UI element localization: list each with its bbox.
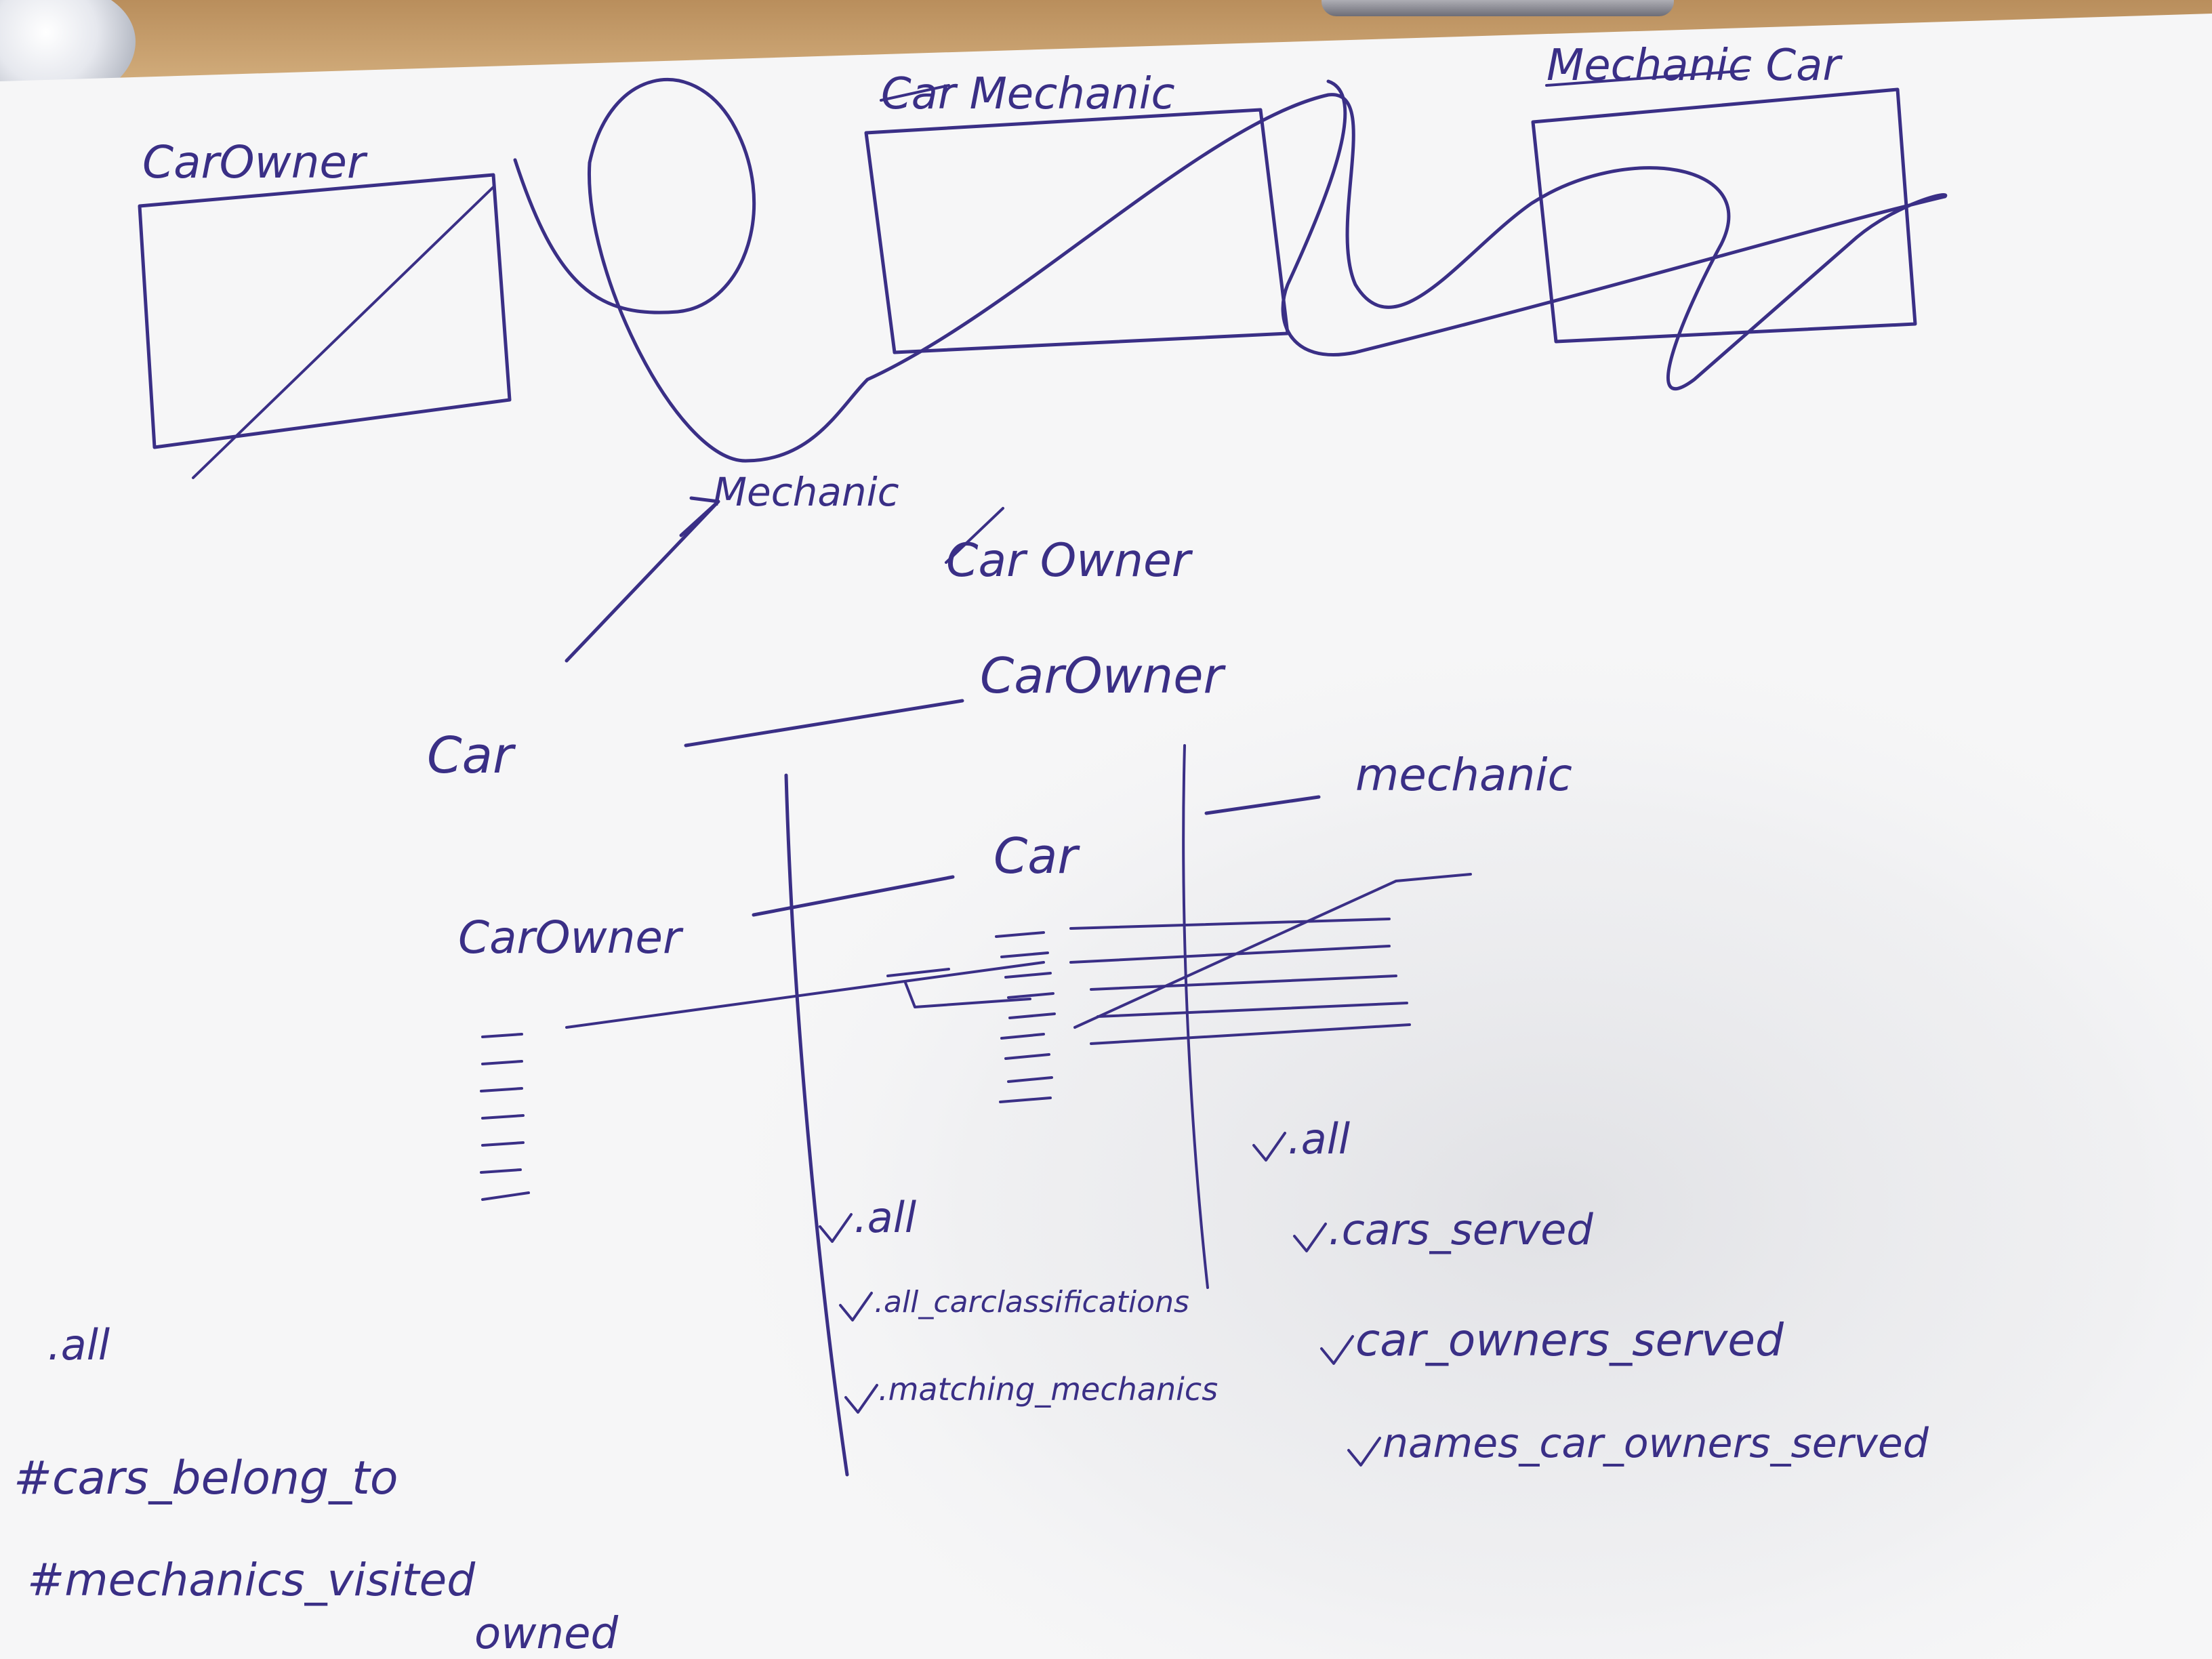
cross-line-1 — [565, 961, 1045, 1029]
divider-right — [1182, 744, 1209, 1289]
cross-line-2 — [1069, 918, 1391, 930]
label-carowner-top: CarOwner — [142, 136, 368, 188]
carowner-method-3: #mechanics_visited — [27, 1554, 476, 1606]
pen — [1322, 0, 1674, 16]
car-method-3: .matching_mechanics — [878, 1371, 1218, 1408]
label-mechanic-mid: Mechanic — [713, 469, 899, 515]
carowner-method-4: owned — [474, 1609, 618, 1659]
strike-car-mechanic — [880, 84, 950, 102]
label-car-owner-struck: Car Owner — [946, 534, 1193, 588]
divider-left — [784, 773, 849, 1477]
box-carowner — [138, 173, 512, 479]
cross-line-4 — [1090, 975, 1397, 991]
car-methods: .all .all_carclassifications .matching_m… — [819, 1193, 1218, 1414]
label-car-mid: Car — [427, 726, 516, 785]
carowner-method-1: .all — [47, 1320, 110, 1370]
mechanic-method-4: names_car_owners_served — [1382, 1420, 1929, 1467]
cross-line-bracket — [886, 968, 1031, 1008]
car-dash-list — [995, 931, 1056, 1103]
column-head-mechanic: mechanic — [1355, 749, 1572, 801]
column-head-carowner: CarOwner — [458, 912, 684, 964]
cross-line-6 — [1090, 1023, 1411, 1045]
carowner-method-2: #cars_belong_to — [14, 1452, 398, 1505]
car-method-1: .all — [854, 1193, 916, 1242]
strike-car-owner — [945, 507, 1004, 564]
carowner-dash-list — [480, 1033, 530, 1201]
cross-line-diagonal — [1073, 873, 1472, 1029]
arrow-to-mechanic — [565, 496, 720, 663]
link-car-underline — [752, 875, 955, 917]
cross-line-5 — [1097, 1002, 1408, 1018]
strike-mechanic-car — [1545, 69, 1750, 87]
column-head-car: Car — [994, 827, 1080, 884]
carowner-methods: .all #cars_belong_to #mechanics_visited … — [14, 1320, 618, 1659]
shadow-area — [474, 474, 2212, 1659]
label-carowner-mid: CarOwner — [980, 647, 1226, 704]
scribble-line — [513, 78, 1948, 463]
link-mechanic-dash — [1204, 795, 1321, 815]
box-mechanic-car — [1531, 87, 1917, 344]
label-car-mechanic: Car Mechanic — [881, 69, 1175, 119]
mechanic-methods: .all .cars_served car_owners_served name… — [1252, 1114, 1929, 1467]
car-method-2: .all_carclassifications — [874, 1285, 1189, 1319]
mechanic-method-2: .cars_served — [1328, 1205, 1593, 1254]
mechanic-method-1: .all — [1288, 1114, 1350, 1164]
mechanic-method-3: car_owners_served — [1355, 1314, 1784, 1366]
link-car-carowner — [684, 699, 964, 747]
cross-line-3 — [1069, 945, 1391, 964]
